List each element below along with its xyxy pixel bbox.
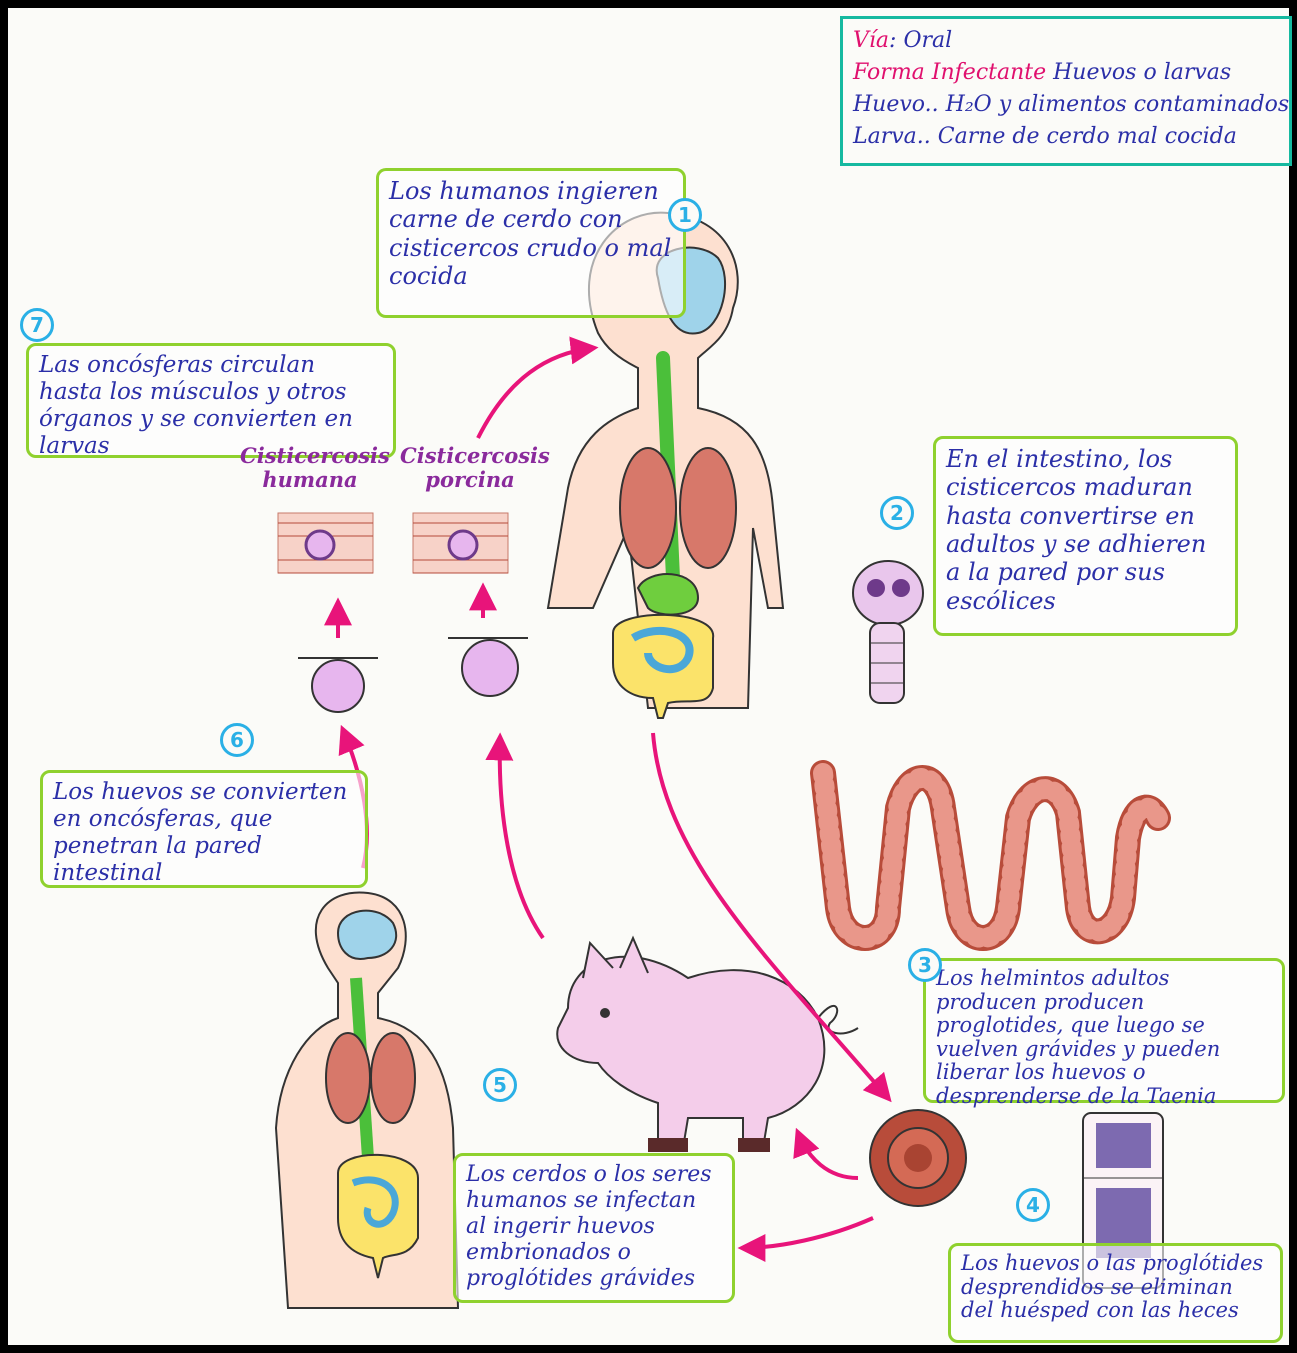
step-7-number: 7: [20, 308, 54, 342]
step-6-note: Los huevos se convierten en oncósferas, …: [40, 770, 368, 888]
step-2-text: En el intestino, los cisticercos maduran…: [946, 445, 1206, 615]
legend-huevo: Huevo.. H₂O y alimentos contaminados: [853, 89, 1279, 121]
scolex-illustration: [853, 561, 923, 703]
oncosphere-porcine-side: [448, 638, 528, 696]
egg-illustration: [870, 1110, 966, 1206]
oncosphere-human-side: [298, 658, 378, 712]
legend-larva: Larva.. Carne de cerdo mal cocida: [853, 121, 1279, 153]
step-1-number: 1: [668, 198, 702, 232]
step-2-note: En el intestino, los cisticercos maduran…: [933, 436, 1238, 636]
forma-value: Huevos o larvas: [1053, 60, 1231, 85]
huevo-value: H₂O y alimentos contaminados: [946, 92, 1290, 117]
label-cisticercosis-porcina: Cisticercosis porcina: [400, 444, 540, 492]
step-3-text: Los helmintos adultos producen producen …: [936, 966, 1220, 1108]
step-7-note: Las oncósferas circulan hasta los múscul…: [26, 343, 396, 458]
step-1-text: Los humanos ingieren carne de cerdo con …: [389, 177, 671, 290]
forma-label: Forma Infectante: [853, 60, 1046, 85]
step-5-text: Los cerdos o los seres humanos se infect…: [466, 1162, 712, 1291]
step-3-note: Los helmintos adultos producen producen …: [923, 958, 1285, 1103]
label-cisticercosis-humana: Cisticercosis humana: [240, 444, 380, 492]
larva-value: Carne de cerdo mal cocida: [938, 124, 1237, 149]
step-1-note: Los humanos ingieren carne de cerdo con …: [376, 168, 686, 318]
step-4-number: 4: [1016, 1188, 1050, 1222]
human-cyst-tissue: [278, 513, 373, 573]
legend-forma: Forma Infectante Huevos o larvas: [853, 57, 1279, 89]
step-3-number: 3: [908, 948, 942, 982]
via-label: Vía: [853, 28, 889, 53]
human-body-bottom: [276, 892, 458, 1308]
step-4-note: Los huevos o las proglótides desprendido…: [948, 1243, 1283, 1343]
step-4-text: Los huevos o las proglótides desprendido…: [961, 1251, 1263, 1322]
legend-via: Vía: Oral: [853, 25, 1279, 57]
via-value: Oral: [903, 28, 952, 53]
step-6-text: Los huevos se convierten en oncósferas, …: [53, 779, 347, 886]
porcine-cyst-tissue: [413, 513, 508, 573]
legend-box: Vía: Oral Forma Infectante Huevos o larv…: [840, 16, 1292, 166]
larva-label: Larva..: [853, 124, 931, 149]
step-5-number: 5: [483, 1068, 517, 1102]
step-2-number: 2: [880, 496, 914, 530]
huevo-label: Huevo..: [853, 92, 939, 117]
step-6-number: 6: [220, 723, 254, 757]
diagram-canvas: Vía: Oral Forma Infectante Huevos o larv…: [8, 8, 1289, 1345]
pig-illustration: [557, 938, 858, 1152]
adult-tapeworm: [823, 773, 1158, 938]
step-5-note: Los cerdos o los seres humanos se infect…: [453, 1153, 735, 1303]
